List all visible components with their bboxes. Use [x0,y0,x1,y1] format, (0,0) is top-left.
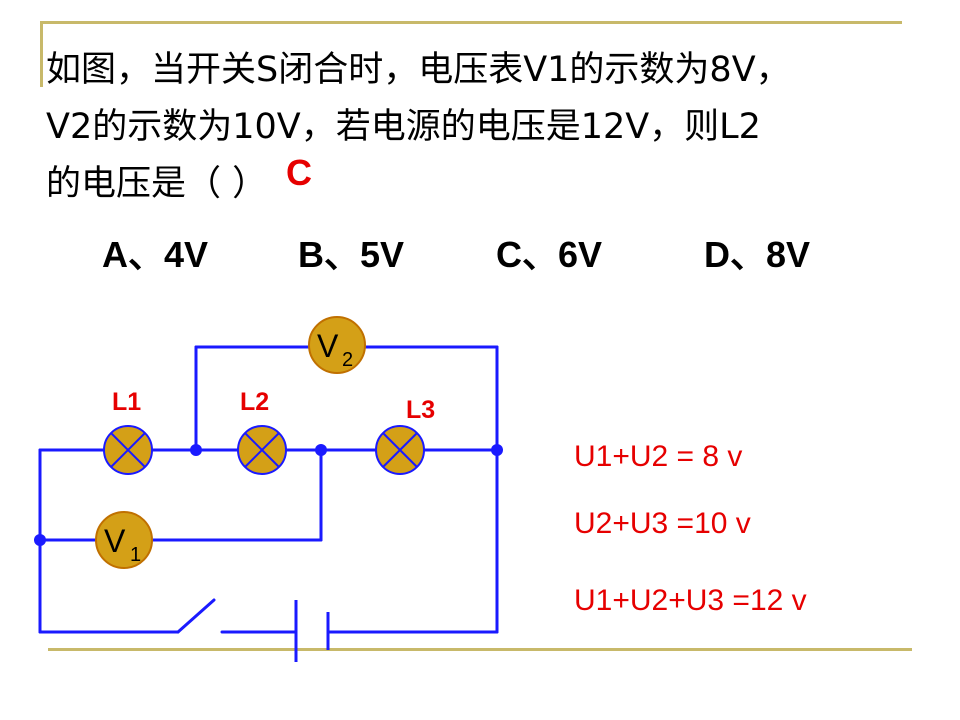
answer-mark: C [286,152,312,193]
voltmeter-v2-label: V [317,328,339,364]
option-a: A、4V [102,234,209,275]
switch-blade [176,598,216,634]
lamp-l3 [375,425,425,475]
voltmeter-v2: V 2 [308,316,366,374]
option-d: D、8V [704,234,811,275]
lamp-label-l3: L3 [406,396,435,424]
junction-dot [315,444,327,456]
voltmeter-v1: V 1 [95,511,153,569]
left-border-line [40,21,43,87]
voltmeter-v1-sub: 1 [130,544,141,566]
question-text: 如图，当开关S闭合时，电压表V1的示数为8V， V2的示数为10V，若电源的电压… [46,50,791,204]
equation-2: U2+U3 =10 v [574,507,751,540]
lamp-label-l1: L1 [112,388,141,416]
top-border-line [40,21,902,24]
equation-3: U1+U2+U3 =12 v [574,584,807,617]
voltmeter-v2-sub: 2 [342,349,353,371]
lamp-l1 [103,425,153,475]
voltmeter-v1-label: V [104,523,126,559]
option-c: C、6V [496,234,603,275]
lamp-l2 [237,425,287,475]
equation-1: U1+U2 = 8 v [574,440,743,473]
lamp-label-l2: L2 [240,388,269,416]
option-b: B、5V [298,234,405,275]
junction-dot [491,444,503,456]
bottom-border-line [48,648,912,651]
junction-dot [190,444,202,456]
junction-dot [34,534,46,546]
